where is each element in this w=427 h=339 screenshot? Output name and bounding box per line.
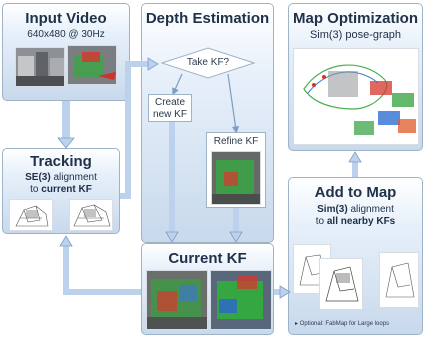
map-optimization-subtitle: Sim(3) pose-graph [309,29,402,41]
input-video-panel: Input Video 640x480 @ 30Hz [2,3,130,101]
create-new-kf-node: Create new KF [148,94,192,122]
tracking-keyframe-image [9,199,53,231]
refine-kf-image [211,151,261,205]
input-video-subtitle: 640x480 @ 30Hz [27,29,105,40]
add-to-map-line1-bold: Sim(3) [317,204,348,215]
add-to-map-line1-rest: alignment [347,204,394,215]
refine-kf-label: Refine KF [213,136,259,147]
add-to-map-title: Add to Map [314,184,397,201]
map-optimization-panel: Map Optimization Sim(3) pose-graph [288,3,423,151]
current-kf-panel: Current KF [141,243,274,335]
add-to-map-line2-bold: all nearby KFs [326,216,396,227]
arrow-input-to-tracking-head [57,137,75,149]
add-to-map-panel: Add to Map Sim(3) alignment to all nearb… [288,177,423,335]
add-to-map-line2-pre: to [315,216,327,227]
tracking-line1: SE(3) alignment [3,172,119,183]
take-kf-decision: Take KF? [184,57,232,71]
add-to-map-line1: Sim(3) alignment [289,204,422,215]
refine-kf-node: Refine KF [206,132,266,208]
tracking-line1-bold: SE(3) [25,172,51,183]
tracking-title: Tracking [30,153,92,170]
add-to-map-note: ▸ Optional: FabMap for Large loops [295,320,389,327]
current-kf-image [146,270,208,330]
tracking-line1-rest: alignment [50,172,97,183]
depth-estimation-title: Depth Estimation [145,10,270,27]
input-video-title: Input Video [25,10,107,27]
add-to-map-note-text: Optional: FabMap for Large loops [299,321,390,327]
tracking-line2: to current KF [3,184,119,195]
pose-graph-image [293,48,419,145]
current-kf-title: Current KF [168,250,247,267]
tracking-panel: Tracking SE(3) alignment to current KF [2,148,120,234]
take-kf-label: Take KF? [186,57,230,68]
add-to-map-line2: to all nearby KFs [289,216,422,227]
map-optimization-title: Map Optimization [293,10,418,27]
input-depth-image [67,45,117,85]
arrow-current-to-tracking [63,242,141,295]
input-frame-image [15,47,65,87]
arrow-current-to-tracking-head [59,235,73,247]
nearby-keyframe-image-3 [379,252,419,308]
tracking-frame-image [69,199,113,231]
create-new-kf-label: Create new KF [153,97,187,120]
current-kf-depth-image [210,270,272,330]
tracking-line2-bold: current KF [41,184,92,195]
note-bullet-icon: ▸ [295,321,300,327]
nearby-keyframe-image-2 [319,258,363,310]
tracking-line2-pre: to [30,184,42,195]
arrow-addmap-to-mapopt-head [348,151,362,163]
